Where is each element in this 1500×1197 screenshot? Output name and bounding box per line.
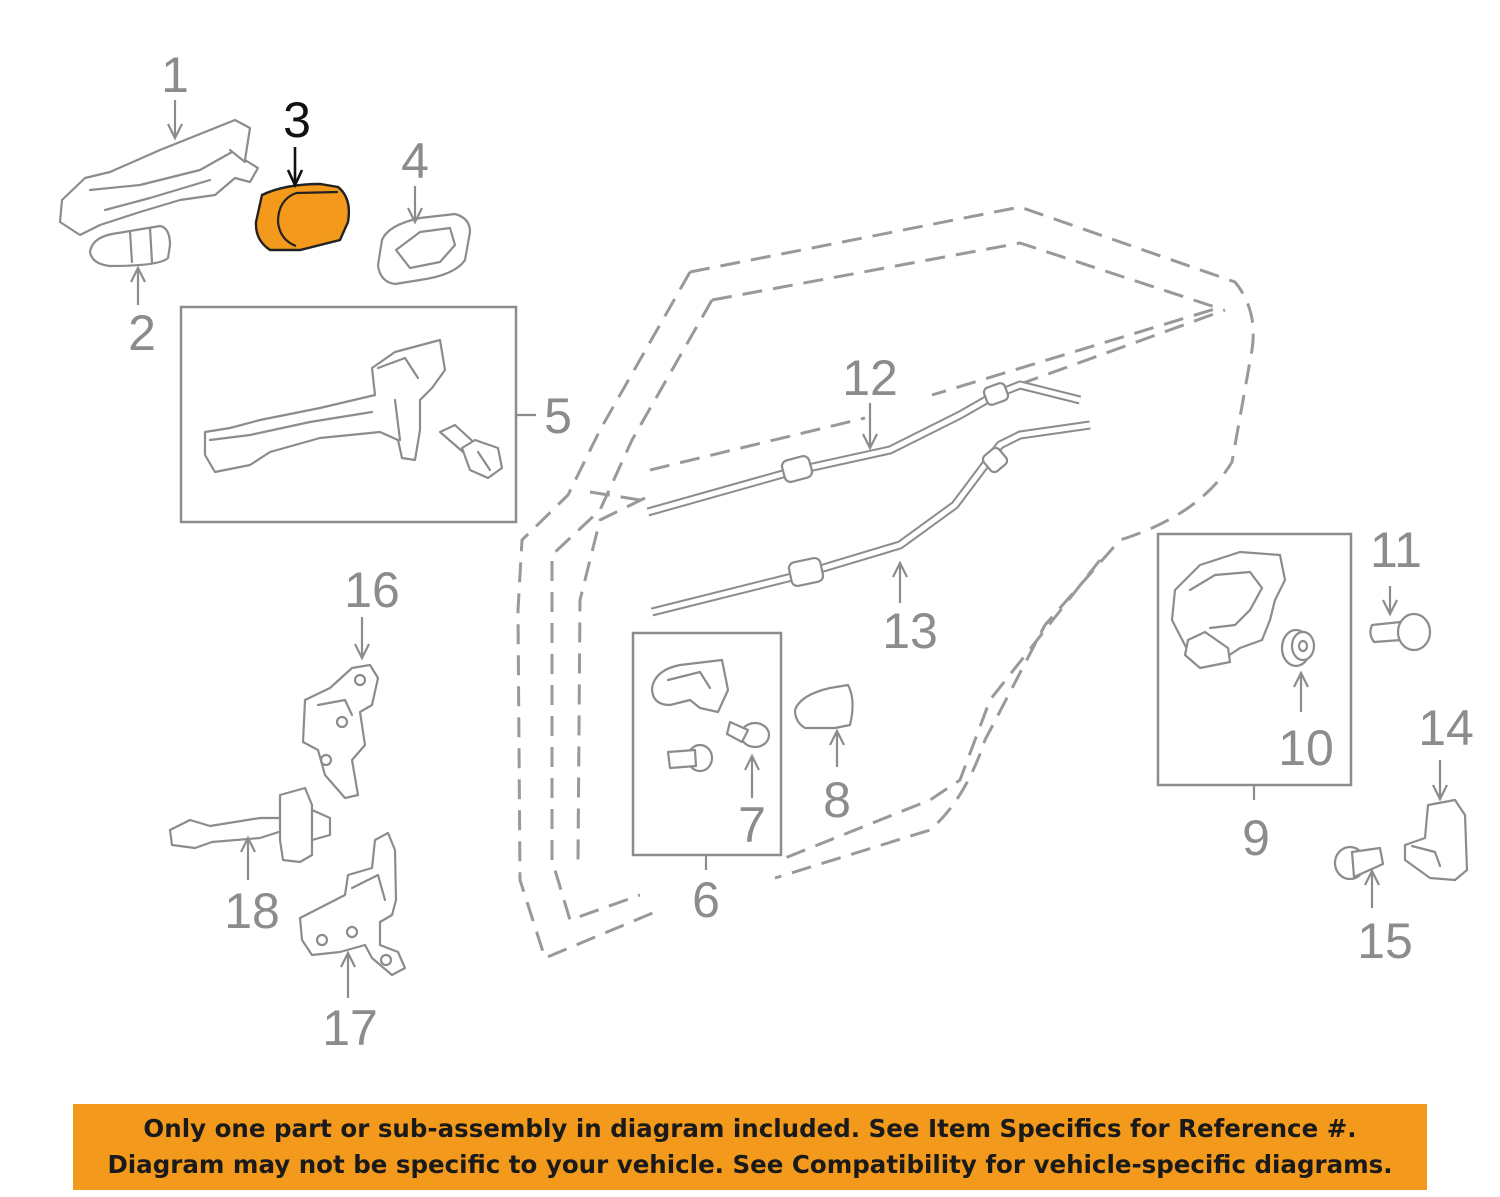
door-outline (516, 205, 1255, 960)
part-15-pin (1333, 845, 1385, 881)
callout-8: 8 (823, 772, 851, 828)
part-18-door-check (168, 786, 332, 864)
callout-18: 18 (224, 883, 280, 939)
disclaimer-line-2: Diagram may not be specific to your vehi… (107, 1150, 1393, 1179)
part-5-assembly (179, 305, 536, 524)
part-8-cap (793, 683, 854, 730)
callout-16: 16 (344, 562, 400, 618)
screw-icon (725, 720, 771, 749)
callout-15: 15 (1357, 913, 1413, 969)
callout-14: 14 (1418, 700, 1474, 756)
callout-17: 17 (322, 1000, 378, 1056)
part-11-pin (1369, 612, 1432, 652)
callout-labels: 1 2 3 4 5 6 7 8 9 10 11 12 13 14 15 16 1… (128, 47, 1474, 1056)
callout-7: 7 (738, 797, 766, 853)
callout-13: 13 (882, 603, 938, 659)
part-12-cable (646, 380, 1082, 517)
disclaimer-banner: Only one part or sub-assembly in diagram… (73, 1104, 1427, 1190)
part-16-hinge (301, 663, 380, 800)
bolt-icon (438, 423, 504, 480)
callout-9: 9 (1242, 810, 1270, 866)
screw-icon (666, 743, 714, 773)
part-1-handle-frame (58, 118, 260, 237)
callout-5: 5 (544, 388, 572, 444)
leader-arrows (130, 100, 1448, 998)
callout-12: 12 (842, 350, 898, 406)
part-3-highlighted-cover (254, 182, 351, 252)
part-17-hinge (298, 831, 407, 977)
callout-4: 4 (401, 133, 429, 189)
disclaimer-line-1: Only one part or sub-assembly in diagram… (143, 1114, 1357, 1143)
callout-6: 6 (692, 872, 720, 928)
callout-10: 10 (1278, 720, 1334, 776)
grommet-icon (1280, 628, 1316, 668)
part-4-gasket (376, 212, 472, 286)
callout-1: 1 (161, 47, 189, 103)
part-2-handle-cap (88, 224, 172, 268)
part-9-assembly (1156, 532, 1353, 800)
callout-11: 11 (1370, 522, 1422, 578)
part-14-striker (1403, 798, 1469, 882)
callout-3: 3 (283, 92, 311, 148)
part-13-cable (650, 420, 1091, 617)
callout-2: 2 (128, 305, 156, 361)
part-6-assembly (631, 631, 783, 870)
